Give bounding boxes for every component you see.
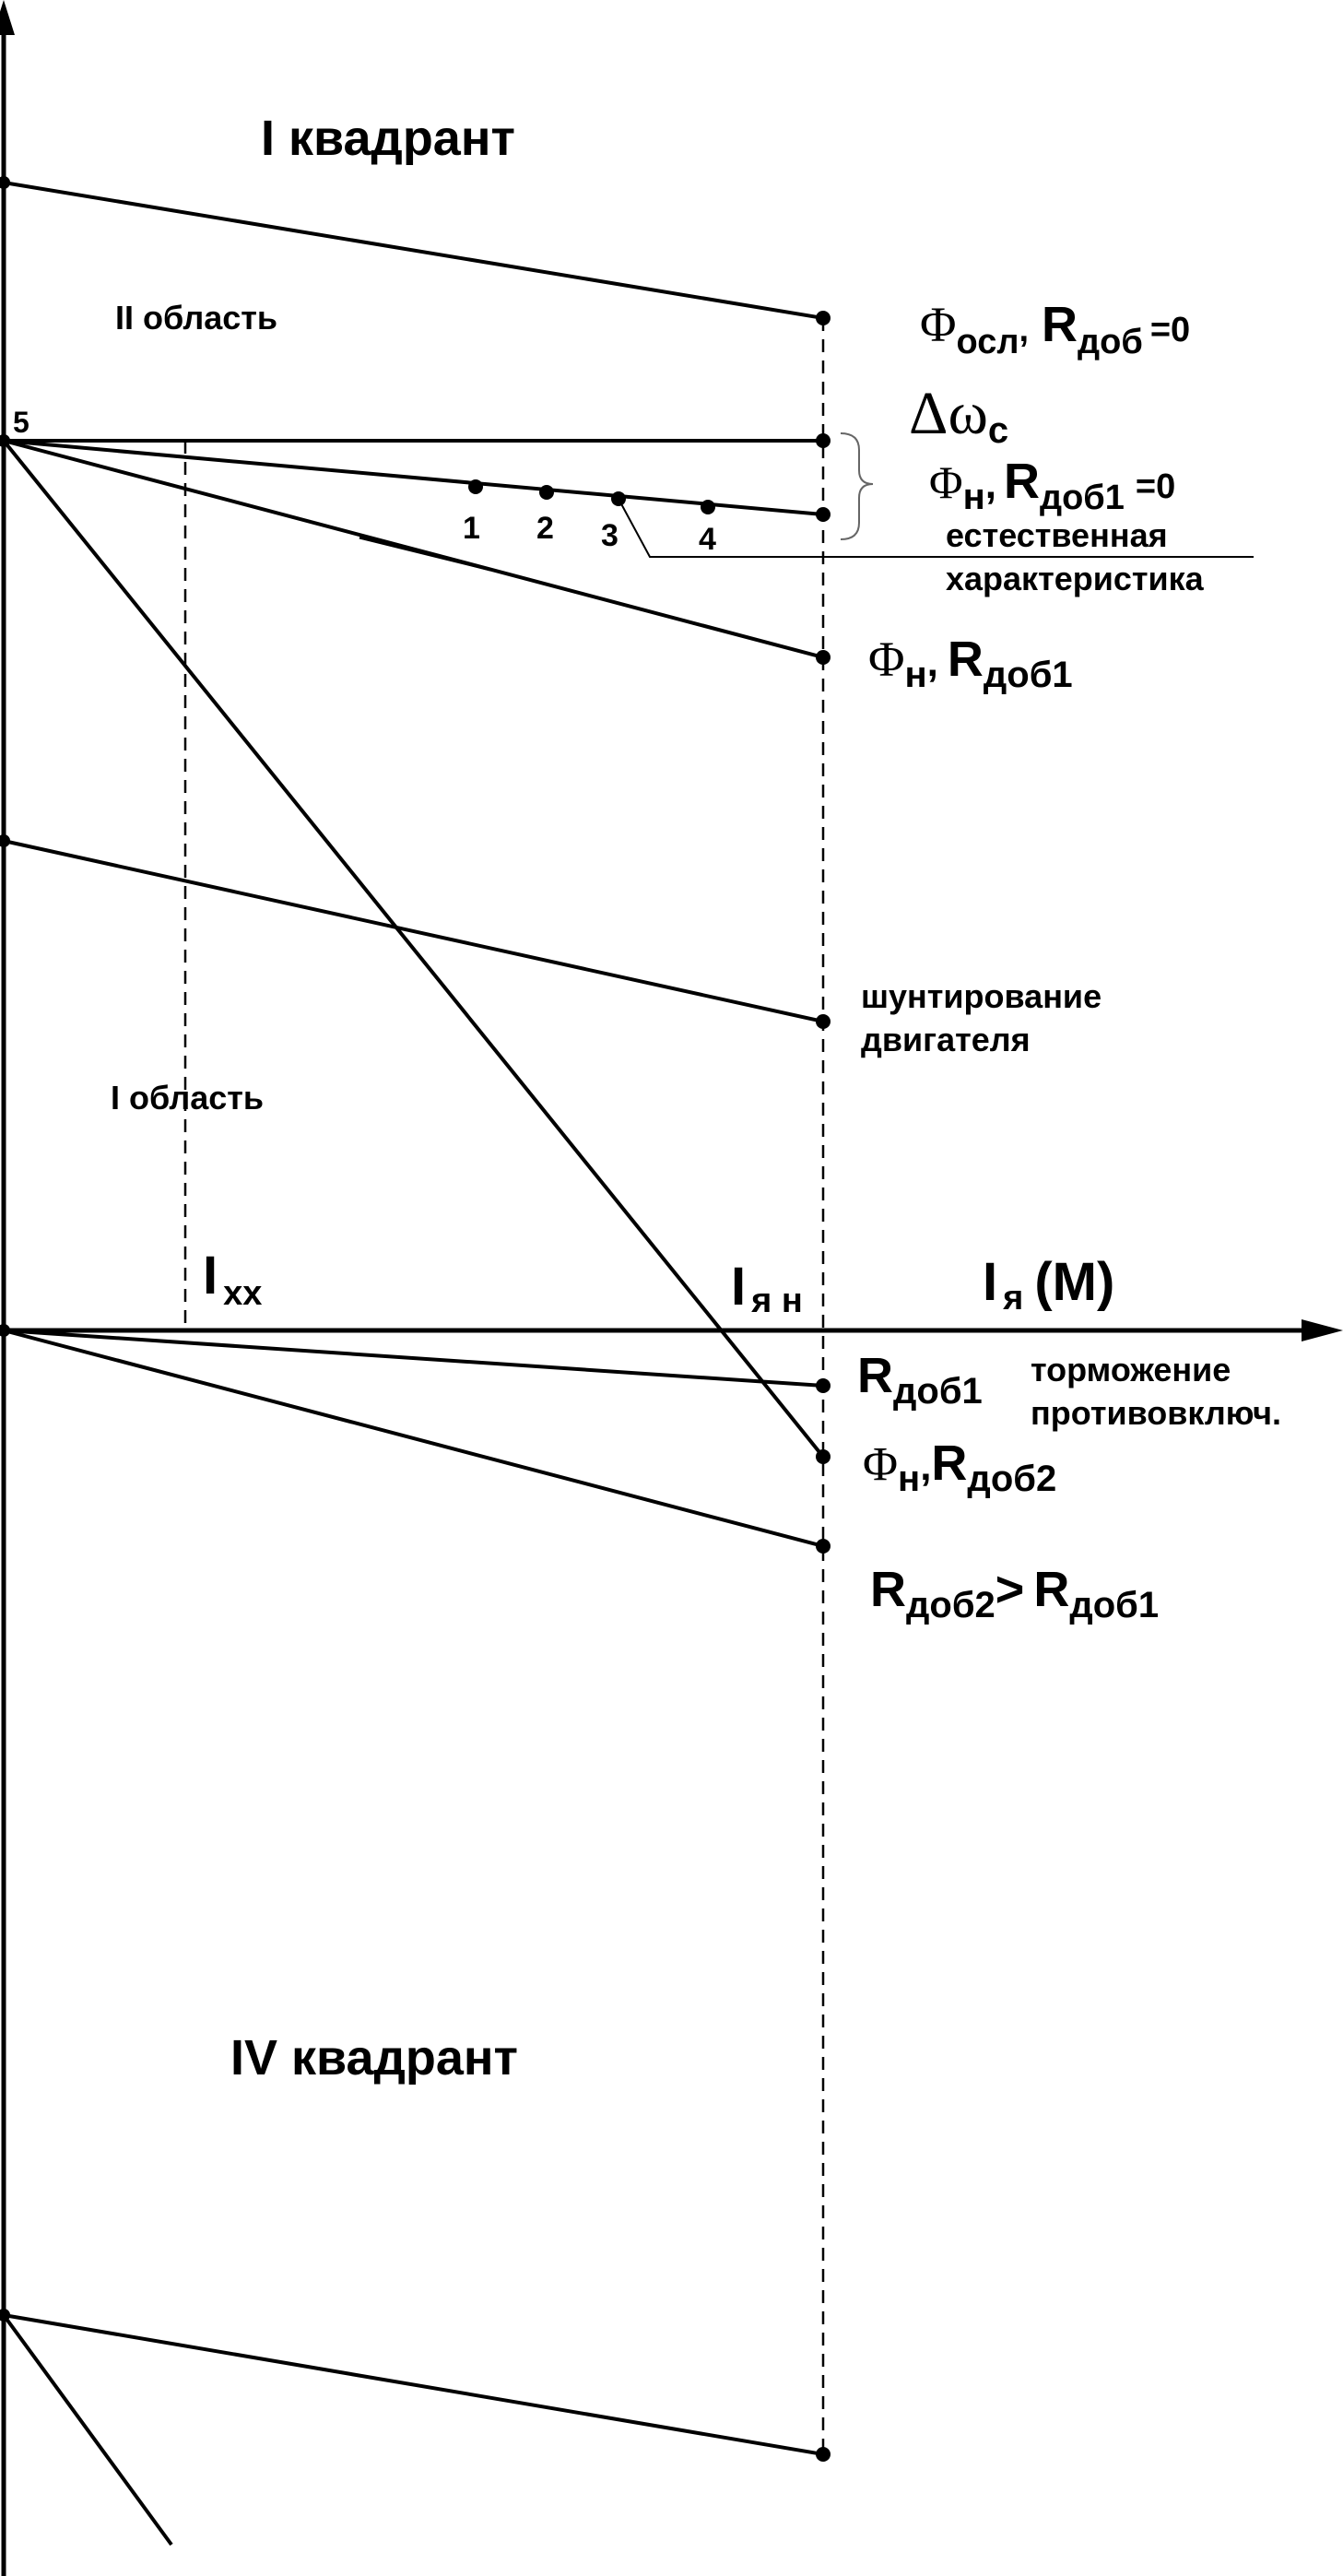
natural-leader — [618, 498, 1254, 558]
speed-axis-arrow — [0, 0, 15, 35]
axis-point-weak — [0, 176, 10, 189]
tangent-stroke — [359, 536, 491, 572]
delta-omega-brace — [840, 432, 874, 540]
natural-leader-line — [618, 498, 1254, 558]
braking-rdob1-line — [3, 1329, 824, 1388]
dashed-guides — [183, 318, 825, 2454]
rheostat-rdob1-line — [3, 439, 824, 659]
end-point-natural — [816, 507, 831, 522]
shunting-line — [3, 839, 824, 1023]
shunt-label-line1: шунтирование — [861, 977, 1101, 1015]
quadrant4-line — [3, 2313, 824, 2456]
characteristic-lines — [2, 181, 825, 2546]
quadrant-4-label: IV квадрант — [230, 2030, 518, 2086]
end-point-brake1 — [816, 1378, 831, 1393]
natural-label-line2: характеристика — [946, 560, 1205, 597]
weak-flux-label: Φосл,Rдоб=0 — [920, 297, 1190, 361]
point-2-label: 2 — [536, 511, 554, 546]
natural-characteristic-line — [3, 439, 824, 516]
natural-point-1 — [468, 479, 483, 494]
labels: I квадрант II область I область IV квадр… — [13, 111, 1281, 2086]
points — [0, 176, 831, 2462]
delta-omega-label: Δωс — [909, 380, 1008, 451]
natural-params-label: Φн,Rдоб1=0 — [929, 454, 1175, 517]
current-axis-arrow — [1302, 1319, 1343, 1341]
end-point-steep — [816, 1449, 831, 1464]
weakened-flux-line — [3, 181, 824, 320]
end-point-q4 — [816, 2447, 831, 2462]
region-1-label: I область — [111, 1079, 264, 1117]
natural-point-3 — [611, 491, 626, 506]
rdob1-label: Φн,Rдоб1 — [868, 632, 1073, 695]
natural-point-4 — [701, 500, 715, 514]
quadrant4-steep-line — [2, 2313, 173, 2546]
end-point-weak — [816, 311, 831, 325]
point-3-label: 3 — [601, 518, 618, 553]
natural-label-line1: естественная — [946, 516, 1168, 554]
brake-rdob1-label: Rдоб1 — [857, 1348, 983, 1412]
axis-point-5 — [0, 434, 10, 447]
rdob-compare-label: Rдоб2>Rдоб1 — [870, 1562, 1159, 1625]
point-4-label: 4 — [699, 522, 716, 557]
point-5-label: 5 — [13, 406, 29, 439]
end-point-ideal — [816, 433, 831, 448]
braking-label-line1: торможение — [1031, 1351, 1231, 1388]
end-point-rdob1 — [816, 650, 831, 665]
axis-point-shunt — [0, 834, 10, 847]
shunt-label-line2: двигателя — [861, 1021, 1031, 1058]
steep-rdob2-line — [2, 439, 825, 1459]
braking-rdob2-line — [3, 1329, 824, 1548]
quadrant-1-label: I квадрант — [261, 111, 515, 166]
steep-rdob2-label: Φн,Rдоб2 — [863, 1436, 1056, 1499]
point-1-label: 1 — [463, 511, 480, 546]
braking-label-line2: противовключ. — [1031, 1394, 1281, 1432]
region-2-label: II область — [115, 299, 277, 337]
end-point-shunt — [816, 1014, 831, 1029]
end-point-brake2 — [816, 1539, 831, 1554]
axis-point-q4 — [0, 2309, 10, 2322]
origin-point — [0, 1324, 10, 1337]
natural-point-2 — [539, 485, 554, 500]
